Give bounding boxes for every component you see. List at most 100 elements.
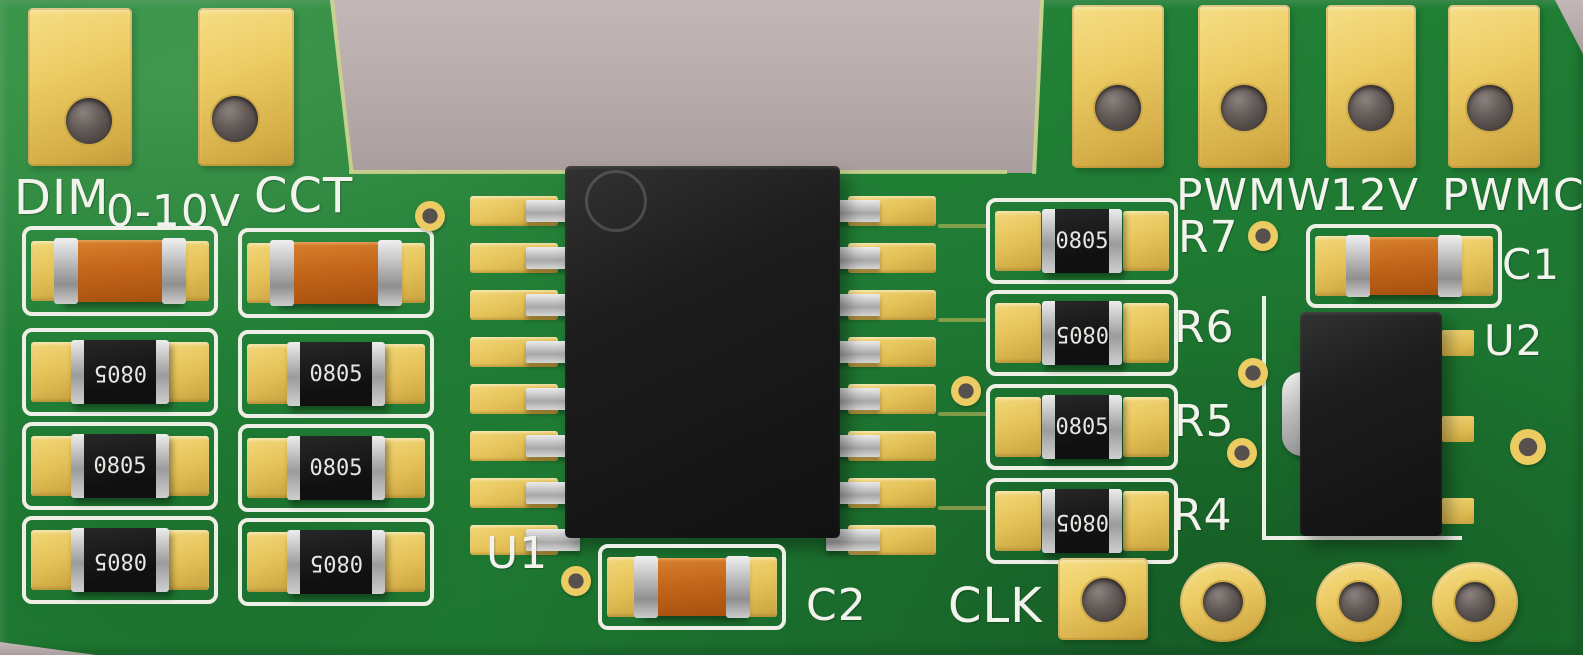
smd-pad: [995, 491, 1041, 551]
chip-resistor-r7: 0805: [986, 198, 1178, 284]
terminal: [270, 240, 294, 306]
capacitor-body: [1346, 235, 1462, 297]
pad-hole: [1467, 85, 1513, 131]
silk-label-clk: CLK: [948, 578, 1043, 634]
chip-resistor-r6: 0805: [986, 290, 1178, 376]
smd-pad: [31, 436, 77, 496]
via: [1510, 429, 1546, 465]
via: [951, 376, 981, 406]
u2-pad: [1442, 330, 1474, 356]
via: [1227, 438, 1257, 468]
smd-pad: [1123, 211, 1169, 271]
pad-hole: [1221, 85, 1267, 131]
smd-pad: [163, 436, 209, 496]
chip-marking: 0805: [93, 547, 147, 573]
transistor-u2-body: [1300, 312, 1442, 536]
terminal: [162, 238, 186, 304]
ic-u1-body: [565, 166, 840, 538]
board-cutout-corner-bl: [0, 642, 96, 655]
terminal: [372, 530, 385, 594]
terminal: [287, 530, 300, 594]
chip-resistor: 0805: [22, 422, 218, 510]
silk-label-cct: CCT: [254, 168, 354, 224]
smd-pad: [379, 532, 425, 592]
via: [1238, 358, 1268, 388]
pad-bottom-1: [1180, 562, 1266, 642]
smd-pad: [995, 397, 1041, 457]
pad-dim-1: [28, 8, 132, 166]
pad-right-4: [1448, 5, 1540, 168]
chip-capacitor-c1: [1306, 224, 1502, 308]
terminal: [634, 556, 658, 618]
u2-pad: [1442, 498, 1474, 524]
smd-pad: [31, 530, 77, 590]
board-cutout-top: [330, 0, 1044, 173]
silk-label-dim: DIM: [14, 170, 110, 226]
pin1-dimple: [585, 170, 647, 232]
silk-label-pwmw: PWMW: [1176, 170, 1332, 221]
chip-resistor: 0805: [22, 328, 218, 416]
terminal: [1109, 301, 1122, 365]
resistor-body: 0805: [71, 340, 169, 404]
pad-hole: [1339, 582, 1379, 622]
terminal: [372, 436, 385, 500]
pad-hole: [1348, 85, 1394, 131]
silk-label-pwmc: PWMC: [1442, 170, 1583, 221]
chip-resistor: 0805: [238, 330, 434, 418]
resistor-body: 0805: [71, 528, 169, 592]
pad-dim-2: [198, 8, 294, 166]
chip-marking: 0805: [309, 361, 363, 387]
silk-label-r4: R4: [1172, 490, 1233, 541]
pad-hole: [1203, 582, 1243, 622]
resistor-body: 0805: [1042, 209, 1122, 273]
pad-bottom-2: [1316, 562, 1402, 642]
chip-resistor-r5: 0805: [986, 384, 1178, 470]
u2-silkscreen-outline: [1262, 296, 1462, 540]
pad-bottom-3: [1432, 562, 1518, 642]
chip-marking: 0805: [93, 453, 147, 479]
terminal: [372, 342, 385, 406]
smd-pad: [31, 342, 77, 402]
capacitor-body: [270, 240, 402, 306]
smd-pad: [1123, 397, 1169, 457]
via: [561, 566, 591, 596]
resistor-body: 0805: [287, 342, 385, 406]
smd-pad: [379, 438, 425, 498]
smd-pad: [1123, 303, 1169, 363]
terminal: [726, 556, 750, 618]
resistor-body: 0805: [71, 434, 169, 498]
resistor-body: 0805: [1042, 489, 1122, 553]
resistor-body: 0805: [1042, 395, 1122, 459]
copper-trace: [938, 318, 988, 322]
terminal: [287, 436, 300, 500]
pad-pwmw: [1072, 5, 1164, 168]
silk-label-u2: U2: [1484, 316, 1544, 365]
smd-pad: [247, 532, 293, 592]
silk-label-c1: C1: [1502, 240, 1561, 289]
u2-pad: [1442, 416, 1474, 442]
chip-marking: 0805: [1055, 414, 1109, 440]
silk-label-r5: R5: [1174, 396, 1235, 447]
smd-pad: [379, 344, 425, 404]
terminal: [1042, 395, 1055, 459]
terminal: [156, 434, 169, 498]
chip-marking: 0805: [309, 549, 363, 575]
chip-resistor: 0805: [22, 516, 218, 604]
pad-hole: [1082, 578, 1126, 622]
chip-marking: 0805: [309, 455, 363, 481]
copper-trace: [938, 506, 988, 510]
chip-marking: 0805: [1055, 320, 1109, 346]
chip-capacitor: [238, 228, 434, 318]
terminal: [1438, 235, 1462, 297]
copper-trace: [938, 224, 988, 228]
chip-marking: 0805: [1055, 228, 1109, 254]
pad-pwmc: [1326, 5, 1416, 168]
silk-label-r6: R6: [1174, 302, 1235, 353]
smd-pad: [163, 530, 209, 590]
terminal: [1109, 209, 1122, 273]
terminal: [156, 528, 169, 592]
terminal: [378, 240, 402, 306]
resistor-body: 0805: [287, 436, 385, 500]
silk-label-c2: C2: [806, 580, 867, 631]
